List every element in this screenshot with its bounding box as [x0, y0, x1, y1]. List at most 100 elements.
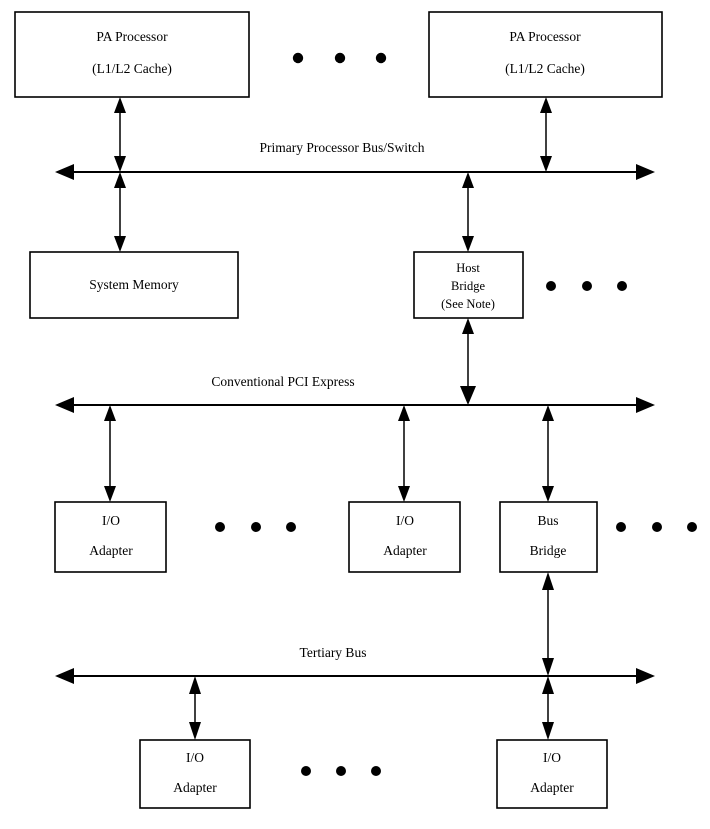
connector-tertiary-bus-to-io-adapter-1: [189, 676, 201, 740]
arrow-up-icon: [189, 676, 201, 694]
io-adapter-tertiary-1-line2: Adapter: [173, 780, 217, 795]
host-bridge-line3: (See Note): [441, 297, 495, 311]
ellipsis-dot: [546, 281, 556, 291]
bus-primary-processor[interactable]: Primary Processor Bus/Switch: [55, 140, 655, 180]
processor-left-box[interactable]: [14, 11, 250, 98]
node-system-memory[interactable]: System Memory: [29, 251, 239, 319]
bus-primary-label: Primary Processor Bus/Switch: [260, 140, 425, 155]
arrow-left-icon: [55, 668, 74, 684]
processor-left-line2: (L1/L2 Cache): [92, 61, 172, 76]
ellipsis-dot: [582, 281, 592, 291]
bus-tertiary[interactable]: Tertiary Bus: [55, 645, 655, 684]
io-adapter-tertiary-2-line2: Adapter: [530, 780, 574, 795]
arrow-up-icon: [462, 172, 474, 188]
ellipsis-processor-row: [292, 52, 387, 64]
node-processor-left[interactable]: PA Processor (L1/L2 Cache): [14, 11, 250, 98]
host-bridge-line1: Host: [456, 261, 480, 275]
connector-bus-bridge-to-tertiary-bus: [542, 572, 554, 676]
connector-host-bridge-to-pci-bus: [460, 318, 476, 405]
io-adapter-pci-1-box[interactable]: [54, 501, 167, 573]
arrow-up-icon: [114, 97, 126, 113]
arrow-right-icon: [636, 397, 655, 413]
ellipsis-dot: [286, 522, 296, 532]
system-memory-label: System Memory: [89, 277, 179, 292]
ellipsis-dot: [652, 522, 662, 532]
arrow-down-icon: [114, 236, 126, 252]
connector-pci-bus-to-io-adapter-2: [398, 405, 410, 502]
node-io-adapter-pci-2[interactable]: I/O Adapter: [348, 501, 461, 573]
ellipsis-host-bridge-row: [546, 281, 627, 291]
arrow-up-icon: [398, 405, 410, 421]
ellipsis-dot: [301, 766, 311, 776]
ellipsis-dot: [617, 281, 627, 291]
arrow-down-icon: [398, 486, 410, 502]
node-host-bridge[interactable]: Host Bridge (See Note): [413, 251, 524, 319]
arrow-down-icon: [189, 722, 201, 740]
ellipsis-pci-row-left: [215, 522, 296, 532]
arrow-down-icon: [104, 486, 116, 502]
ellipsis-pci-row-right: [616, 522, 697, 532]
connector-primary-bus-to-host-bridge: [462, 172, 474, 252]
bus-bridge-box[interactable]: [499, 501, 598, 573]
arrow-up-icon: [542, 572, 554, 590]
ellipsis-dot: [687, 522, 697, 532]
arrow-down-icon: [462, 236, 474, 252]
arrow-down-icon: [542, 486, 554, 502]
arrow-down-icon: [542, 722, 554, 740]
connector-pci-bus-to-bus-bridge: [542, 405, 554, 502]
io-adapter-tertiary-1-box[interactable]: [139, 739, 251, 809]
io-adapter-pci-2-line1: I/O: [396, 513, 414, 528]
arrow-down-icon: [542, 658, 554, 676]
arrow-up-icon: [104, 405, 116, 421]
ellipsis-dot: [616, 522, 626, 532]
io-adapter-pci-1-line2: Adapter: [89, 543, 133, 558]
io-adapter-tertiary-2-box[interactable]: [496, 739, 608, 809]
node-io-adapter-pci-1[interactable]: I/O Adapter: [54, 501, 167, 573]
node-bus-bridge[interactable]: Bus Bridge: [499, 501, 598, 573]
io-adapter-pci-2-line2: Adapter: [383, 543, 427, 558]
arrow-right-icon: [636, 668, 655, 684]
bus-pci-express[interactable]: Conventional PCI Express: [55, 374, 655, 413]
arrow-up-icon: [542, 676, 554, 694]
node-processor-right[interactable]: PA Processor (L1/L2 Cache): [428, 11, 663, 98]
arrow-up-icon: [462, 318, 474, 334]
io-adapter-pci-2-box[interactable]: [348, 501, 461, 573]
ellipsis-dot: [251, 522, 261, 532]
io-adapter-tertiary-1-line1: I/O: [186, 750, 204, 765]
connector-primary-bus-to-system-memory: [114, 172, 126, 252]
io-adapter-tertiary-2-line1: I/O: [543, 750, 561, 765]
connector-pci-bus-to-io-adapter-1: [104, 405, 116, 502]
ellipsis-dot: [375, 52, 387, 64]
arrow-left-icon: [55, 397, 74, 413]
arrow-right-icon: [636, 164, 655, 180]
ellipsis-tertiary-row: [301, 766, 381, 776]
arrow-down-icon: [460, 386, 476, 405]
processor-right-box[interactable]: [428, 11, 663, 98]
arrow-up-icon: [540, 97, 552, 113]
node-io-adapter-tertiary-1[interactable]: I/O Adapter: [139, 739, 251, 809]
connector-processor-left-to-primary-bus: [114, 97, 126, 172]
ellipsis-dot: [292, 52, 304, 64]
connector-processor-right-to-primary-bus: [540, 97, 552, 172]
arrow-down-icon: [540, 156, 552, 172]
ellipsis-dot: [336, 766, 346, 776]
processor-left-line1: PA Processor: [96, 29, 168, 44]
io-adapter-pci-1-line1: I/O: [102, 513, 120, 528]
host-bridge-line2: Bridge: [451, 279, 485, 293]
connector-tertiary-bus-to-io-adapter-2: [542, 676, 554, 740]
processor-right-line1: PA Processor: [509, 29, 581, 44]
system-memory-box[interactable]: [29, 251, 239, 319]
ellipsis-dot: [371, 766, 381, 776]
arrow-up-icon: [542, 405, 554, 421]
host-bridge-box[interactable]: [413, 251, 524, 319]
node-io-adapter-tertiary-2[interactable]: I/O Adapter: [496, 739, 608, 809]
bus-pci-express-label: Conventional PCI Express: [211, 374, 354, 389]
arrow-down-icon: [114, 156, 126, 172]
processor-right-line2: (L1/L2 Cache): [505, 61, 585, 76]
bus-tertiary-label: Tertiary Bus: [300, 645, 367, 660]
arrow-left-icon: [55, 164, 74, 180]
ellipsis-dot: [215, 522, 225, 532]
arrow-up-icon: [114, 172, 126, 188]
